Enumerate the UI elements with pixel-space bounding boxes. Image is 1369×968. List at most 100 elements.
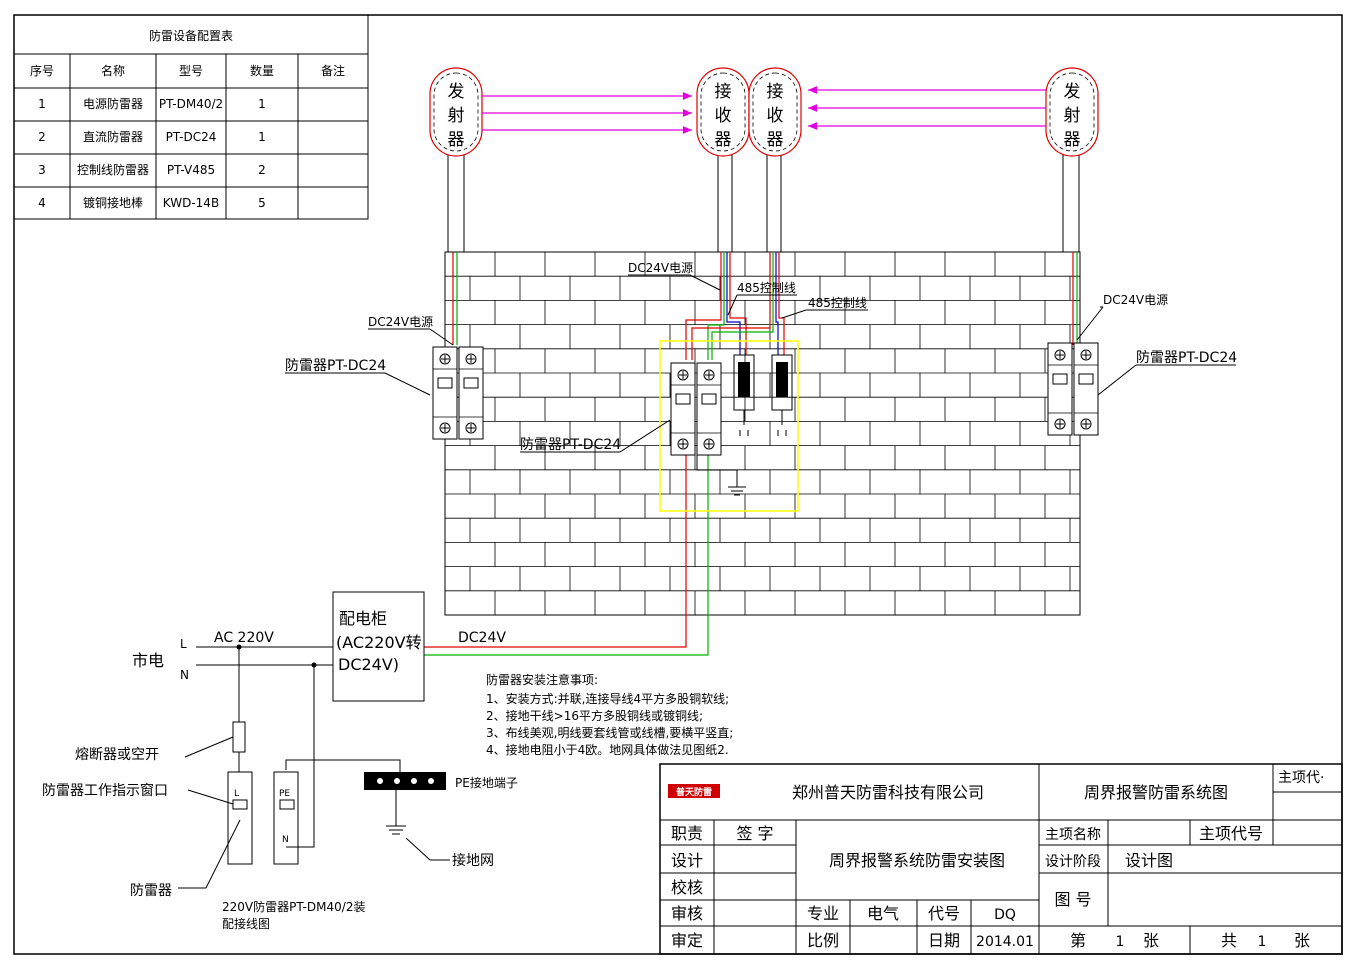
cabinet-line-3: DC24V)	[338, 655, 399, 674]
mains-wiring: AC 220V DC24V 市电 L N	[132, 630, 506, 848]
note-1: 1、安装方式:并联,连接导线4平方多股铜软线;	[486, 691, 729, 706]
rx-right-char-2: 收	[767, 106, 784, 126]
note-4: 4、接地电阻小于4欧。地网具体做法见图纸2.	[486, 742, 729, 757]
label-line-N: N	[180, 668, 189, 682]
date-value: 2014.01	[976, 934, 1034, 950]
infrared-beams	[482, 86, 1046, 134]
row-3-name: 控制线防雷器	[77, 162, 149, 177]
tx-right-char-3: 器	[1064, 130, 1081, 150]
label-dc24v: DC24V	[458, 630, 506, 646]
note-3: 3、布线美观,明线要套线管或线槽,要横平竖直;	[486, 725, 733, 740]
role-design: 设计	[671, 851, 703, 870]
label-485-a: 485控制线	[737, 281, 796, 295]
row-1-qty: 1	[258, 97, 266, 111]
row-4-no: 4	[38, 196, 46, 210]
row-4-qty: 5	[258, 196, 266, 210]
tx-left-char-2: 射	[448, 106, 465, 126]
major-label: 专业	[807, 904, 839, 923]
scale-label: 比例	[807, 931, 839, 950]
tx-right-char-2: 射	[1064, 106, 1081, 126]
arrester-left-module	[432, 346, 484, 440]
label-mains: 市电	[132, 651, 164, 670]
spd-caption-1: 220V防雷器PT-DM40/2装	[222, 899, 365, 914]
label-arrester: 防雷器	[130, 883, 172, 899]
total-no: 1	[1258, 934, 1267, 950]
rx-left-char-1: 接	[715, 82, 732, 102]
main-code-top: 主项代·	[1278, 770, 1324, 786]
row-2-no: 2	[38, 130, 46, 144]
company-name: 郑州普天防雷科技有限公司	[792, 783, 984, 802]
row-1-name: 电源防雷器	[83, 96, 143, 111]
drawing-title: 周界报警防雷系统图	[1084, 783, 1228, 802]
distribution-cabinet: 配电柜 (AC220V转 DC24V)	[332, 591, 425, 702]
row-2-model: PT-DC24	[166, 130, 217, 144]
total-unit: 张	[1294, 931, 1310, 950]
label-indicator: 防雷器工作指示窗口	[42, 782, 168, 799]
fuse-symbol	[232, 721, 246, 753]
role-review: 审核	[671, 904, 703, 923]
spd-N: N	[282, 835, 289, 845]
arrester-mid-module	[670, 362, 722, 456]
row-2-qty: 1	[258, 130, 266, 144]
cabinet-line-1: 配电柜	[339, 609, 387, 628]
design-stage-value: 设计图	[1125, 851, 1173, 870]
spd-PE: PE	[279, 789, 290, 799]
notes-title: 防雷器安装注意事项:	[486, 672, 598, 687]
receiver-right: 接 收 器	[748, 67, 802, 157]
spd-labels: 熔断器或空开 防雷器工作指示窗口 防雷器 220V防雷器PT-DM40/2装 配…	[42, 736, 365, 931]
ground-symbol-box	[696, 455, 746, 496]
sign-header: 签 字	[736, 824, 773, 843]
row-3-qty: 2	[258, 163, 266, 177]
label-485-b: 485控制线	[808, 296, 867, 310]
table-title: 防雷设备配置表	[149, 28, 233, 43]
label-arrester-mid: 防雷器PT-DC24	[520, 437, 621, 453]
main-code-label: 主项代号	[1199, 824, 1263, 843]
spd-caption-2: 配接线图	[222, 916, 270, 931]
ctrl-arrester-b	[771, 354, 793, 436]
label-fuse: 熔断器或空开	[75, 747, 159, 763]
note-2: 2、接地干线>16平方多股铜线或镀铜线;	[486, 708, 703, 723]
row-1-no: 1	[38, 97, 46, 111]
role-approve: 审定	[671, 931, 703, 950]
posts	[447, 154, 1080, 253]
post-wires	[424, 252, 1078, 656]
major-value: 电气	[867, 904, 899, 923]
transmitter-left: 发 射 器	[429, 67, 483, 157]
role-check: 校核	[671, 878, 703, 897]
rx-right-char-3: 器	[767, 130, 784, 150]
header-qty: 数量	[250, 63, 274, 78]
brick-wall	[444, 251, 1081, 616]
rx-left-char-2: 收	[715, 106, 732, 126]
row-3-no: 3	[38, 163, 46, 177]
cabinet-line-2: (AC220V转	[336, 633, 422, 652]
design-stage-label: 设计阶段	[1045, 854, 1101, 870]
label-line-L: L	[180, 637, 187, 651]
install-title: 周界报警系统防雷安装图	[829, 851, 1005, 870]
arrester-right-module	[1047, 342, 1099, 436]
transmitter-right: 发 射 器	[1045, 67, 1099, 157]
label-pe-terminal: PE接地端子	[455, 775, 518, 790]
wall-labels: DC24V电源 防雷器PT-DC24 DC24V电源 485控制线 485控制线…	[285, 261, 1237, 453]
code-value: DQ	[994, 907, 1016, 923]
code-label: 代号	[928, 904, 960, 923]
tx-left-char-1: 发	[448, 82, 465, 102]
tx-left-char-3: 器	[448, 130, 465, 150]
sheet-unit: 张	[1143, 931, 1159, 950]
total-prefix: 共	[1221, 931, 1237, 950]
row-2-name: 直流防雷器	[83, 129, 143, 144]
logo-text: 普天防雷	[676, 786, 712, 798]
row-4-name: 镀铜接地棒	[83, 195, 143, 210]
label-dc24-mid: DC24V电源	[628, 261, 693, 275]
label-arrester-left: 防雷器PT-DC24	[285, 358, 386, 374]
sheet-prefix: 第	[1070, 931, 1086, 950]
row-3-model: PT-V485	[167, 163, 215, 177]
header-no: 序号	[30, 63, 54, 78]
header-name: 名称	[101, 63, 125, 78]
sheet-no: 1	[1116, 934, 1125, 950]
main-name-label: 主项名称	[1045, 827, 1101, 843]
header-remark: 备注	[321, 63, 345, 78]
label-ac220: AC 220V	[214, 630, 274, 646]
title-block: 普天防雷 郑州普天防雷科技有限公司 周界报警防雷系统图 主项代· 职责 签 字 …	[659, 763, 1343, 955]
label-dc24-right: DC24V电源	[1103, 293, 1168, 307]
